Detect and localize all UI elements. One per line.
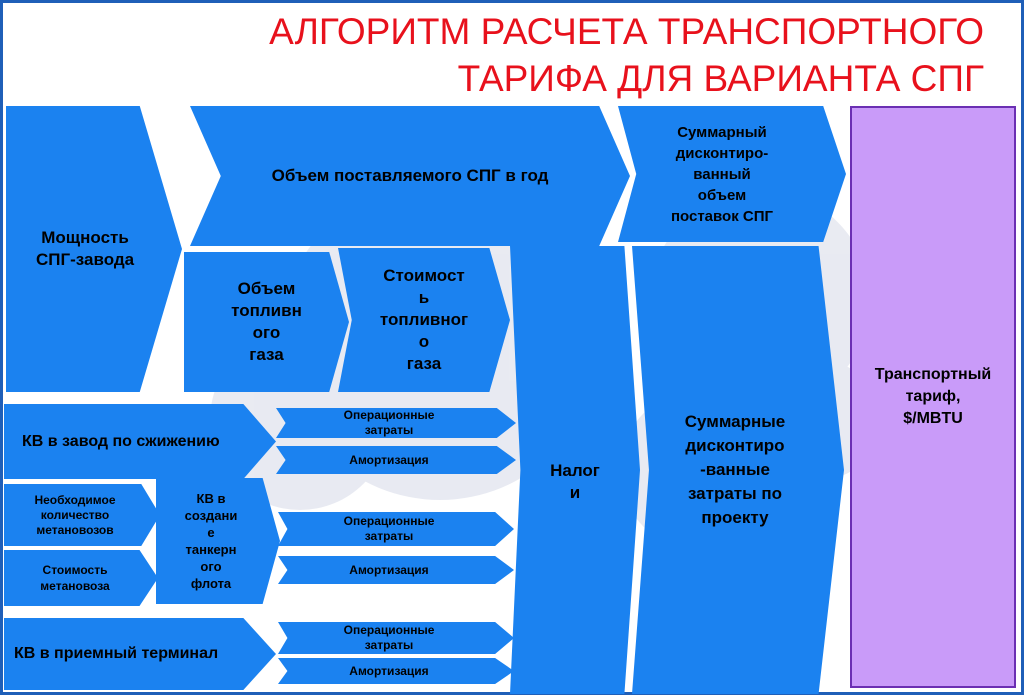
node-amort-3-label: Амортизация bbox=[349, 664, 429, 678]
node-kv-terminal: КВ в приемный терминал bbox=[4, 618, 276, 690]
node-fuel-gas-cost: Стоимост ь топливног о газа bbox=[338, 248, 510, 392]
node-fuel-gas-volume-label: Объем топливн ого газа bbox=[231, 279, 302, 364]
node-opex-2: Операционные затраты bbox=[278, 512, 514, 546]
node-opex-1: Операционные затраты bbox=[276, 408, 516, 438]
node-fuel-gas-cost-label: Стоимост ь топливног о газа bbox=[379, 266, 469, 373]
node-capacity: Мощность СПГ-завода bbox=[6, 106, 182, 392]
node-tariff: Транспортный тариф, $/MBTU bbox=[850, 106, 1016, 688]
node-num-carriers: Необходимое количество метановозов bbox=[4, 484, 160, 546]
node-amort-1: Амортизация bbox=[276, 446, 516, 474]
node-discounted-costs: Суммарные дисконтиро -ванные затраты по … bbox=[632, 246, 844, 694]
node-kv-plant-label: КВ в завод по сжижению bbox=[22, 432, 220, 450]
node-volume-year-label: Объем поставляемого СПГ в год bbox=[271, 166, 549, 185]
node-opex-3-label: Операционные затраты bbox=[343, 623, 435, 652]
node-discounted-costs-label: Суммарные дисконтиро -ванные затраты по … bbox=[684, 412, 786, 527]
node-kv-fleet: КВ в создани е танкерн ого флота bbox=[156, 478, 280, 604]
title-line-2: ТАРИФА ДЛЯ ВАРИАНТА СПГ bbox=[457, 58, 984, 99]
node-kv-plant: КВ в завод по сжижению bbox=[4, 404, 276, 479]
node-opex-2-label: Операционные затраты bbox=[343, 514, 435, 543]
node-volume-year: Объем поставляемого СПГ в год bbox=[190, 106, 630, 246]
node-num-carriers-label: Необходимое количество метановозов bbox=[34, 492, 116, 537]
node-opex-1-label: Операционные затраты bbox=[343, 408, 435, 437]
node-carrier-cost: Стоимость метановоза bbox=[4, 550, 158, 606]
node-discounted-volume: Суммарный дисконтиро- ванный объем поста… bbox=[618, 106, 846, 242]
node-carrier-cost-label: Стоимость метановоза bbox=[40, 563, 110, 593]
node-capacity-label: Мощность СПГ-завода bbox=[36, 228, 135, 269]
node-amort-1-label: Амортизация bbox=[349, 453, 429, 467]
node-fuel-gas-volume: Объем топливн ого газа bbox=[184, 252, 349, 392]
node-taxes-label: Налог и bbox=[550, 461, 600, 502]
node-tariff-label: Транспортный тариф, $/MBTU bbox=[874, 366, 992, 427]
page-title: АЛГОРИТМ РАСЧЕТА ТРАНСПОРТНОГО ТАРИФА ДЛ… bbox=[84, 8, 984, 102]
node-opex-3: Операционные затраты bbox=[278, 622, 514, 654]
node-kv-fleet-label: КВ в создани е танкерн ого флота bbox=[184, 491, 238, 591]
node-amort-3: Амортизация bbox=[278, 658, 514, 684]
title-line-1: АЛГОРИТМ РАСЧЕТА ТРАНСПОРТНОГО bbox=[269, 11, 984, 52]
node-amort-2-label: Амортизация bbox=[349, 563, 429, 577]
node-amort-2: Амортизация bbox=[278, 556, 514, 584]
node-kv-terminal-label: КВ в приемный терминал bbox=[14, 645, 219, 662]
node-discounted-volume-label: Суммарный дисконтиро- ванный объем поста… bbox=[670, 123, 774, 225]
node-taxes: Налог и bbox=[510, 246, 640, 694]
